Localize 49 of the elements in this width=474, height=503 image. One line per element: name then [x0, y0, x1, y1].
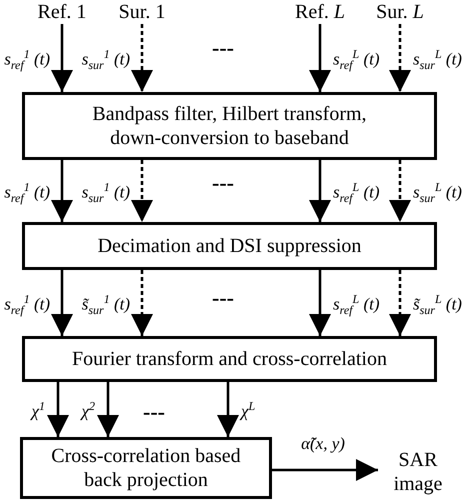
edge-label: s$_{ref}$$^{L}$ (t)	[333, 46, 380, 74]
edge-label: s̃$_{sur}$$^{L}$ (t)	[413, 291, 462, 320]
edge-label: s$_{sur}$$^{1}$ (t)	[82, 179, 130, 208]
dashed-arrow	[131, 160, 153, 222]
edge-label: χ$^{2}$	[82, 398, 95, 422]
edge-label: s$_{ref}$$^{L}$ (t)	[333, 291, 380, 320]
arrow	[309, 270, 331, 336]
process-box	[20, 437, 272, 499]
ellipsis-mark: ---	[143, 401, 165, 423]
edge-label: s̃$_{sur}$$^{1}$ (t)	[82, 291, 130, 320]
edge-label: χ$^{L}$	[241, 398, 256, 422]
process-box	[22, 222, 437, 270]
edge-label: s$_{ref}$$^{L}$ (t)	[333, 179, 380, 208]
arrow	[309, 24, 331, 92]
dashed-arrow	[131, 24, 153, 92]
edge-label: s$_{sur}$$^{L}$ (t)	[413, 46, 462, 74]
ellipsis-mark: ---	[212, 37, 234, 59]
dashed-arrow	[389, 24, 411, 92]
arrow	[272, 459, 378, 481]
process-label: Cross-correlation based back projection	[50, 444, 242, 492]
arrow	[51, 160, 73, 222]
process-label: Bandpass filter, Hilbert transform, down-conversion to baseband	[91, 102, 368, 150]
edge-label: s$_{sur}$$^{L}$ (t)	[413, 179, 462, 208]
process-label: Decimation and DSI suppression	[98, 234, 362, 258]
signal-source-label: Sur. 1	[118, 0, 166, 24]
dashed-arrow	[131, 270, 153, 336]
dashed-arrow	[389, 270, 411, 336]
ellipsis-mark: ---	[212, 172, 234, 194]
edge-label: α̃(x, y)	[301, 433, 345, 455]
arrow	[47, 382, 69, 437]
edge-label: s$_{ref}$$^{1}$ (t)	[4, 179, 50, 208]
ellipsis-mark: ---	[212, 287, 234, 309]
signal-source-label: Sur. L	[376, 0, 424, 24]
arrow	[97, 382, 119, 437]
signal-source-label: Ref. 1	[38, 0, 86, 24]
edge-label: s$_{sur}$$^{1}$ (t)	[82, 46, 130, 74]
edge-label: χ$^{1}$	[32, 398, 45, 422]
arrow	[309, 160, 331, 222]
process-label: Fourier transform and cross-correlation	[72, 347, 387, 371]
signal-source-label: Ref. L	[294, 0, 345, 24]
dashed-arrow	[389, 160, 411, 222]
edge-label: s$_{ref}$$^{1}$ (t)	[4, 46, 50, 74]
edge-label: s$_{ref}$$^{1}$ (t)	[4, 291, 50, 320]
process-box	[22, 92, 437, 160]
arrow	[51, 24, 73, 92]
process-box	[22, 336, 437, 382]
signal-source-label: SAR image	[392, 448, 444, 496]
arrow	[51, 270, 73, 336]
arrow	[217, 382, 239, 437]
